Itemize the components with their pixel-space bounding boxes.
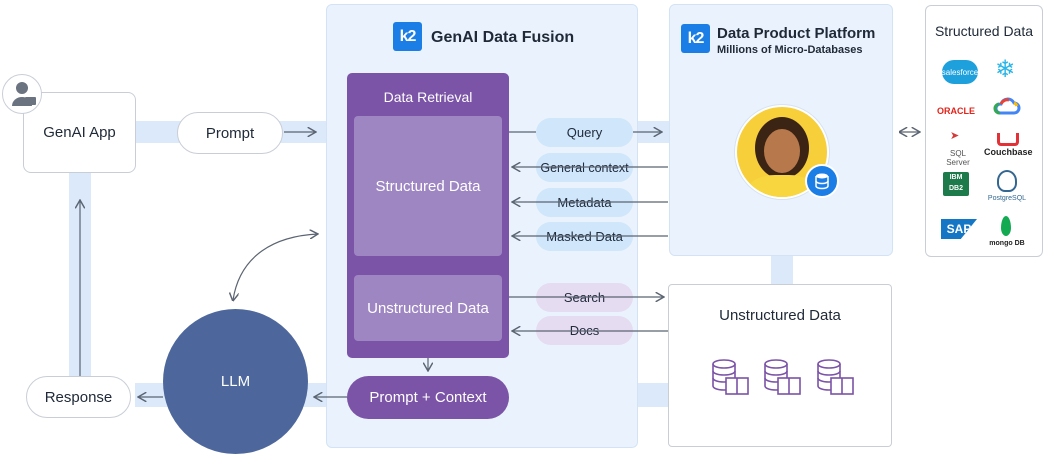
doc-db-icon-2 xyxy=(764,359,801,395)
micro-database-icon xyxy=(805,164,839,198)
prompt-pill: Prompt xyxy=(177,112,283,154)
person-avatar xyxy=(735,105,829,199)
db2-label: DB2 xyxy=(948,185,963,192)
band-platform-link xyxy=(771,255,793,287)
k2-logo-icon: k2 xyxy=(393,22,422,51)
mongodb-logo: mongo DB xyxy=(989,240,1025,247)
structured-data-sources xyxy=(925,5,1043,257)
structured-sources-title: Structured Data xyxy=(934,23,1034,39)
platform-subtitle: Millions of Micro-Databases xyxy=(717,44,863,56)
sql-server-logo-icon: ➤ xyxy=(950,130,960,142)
salesforce-logo: salesforce xyxy=(942,60,978,84)
fusion-title: GenAI Data Fusion xyxy=(431,29,575,46)
arrow-llm-fusion-curve xyxy=(233,234,318,300)
user-icon xyxy=(2,74,42,114)
google-cloud-logo-icon xyxy=(993,97,1021,117)
oracle-logo: ORACLE xyxy=(937,106,975,116)
response-pill: Response xyxy=(26,376,131,418)
couchbase-logo-icon xyxy=(997,133,1019,146)
data-retrieval-title: Data Retrieval xyxy=(383,89,473,105)
postgresql-logo-icon xyxy=(997,170,1017,192)
ibm-label: IBM xyxy=(949,174,963,181)
snowflake-logo-icon: ❄ xyxy=(995,56,1016,83)
unstructured-data-box xyxy=(668,284,892,447)
sql-server-logo: SQL Server xyxy=(946,149,970,167)
mongodb-logo-icon xyxy=(1001,216,1011,236)
ibm-db2-logo: IBM DB2 xyxy=(943,172,969,196)
query-pill: Query xyxy=(536,118,633,147)
unstructured-box-title: Unstructured Data xyxy=(719,307,841,324)
genai-app-box: GenAI App xyxy=(23,92,136,173)
structured-data-block: Structured Data xyxy=(354,116,502,256)
llm-label: LLM xyxy=(220,373,251,390)
unstructured-data-block: Unstructured Data xyxy=(354,275,502,341)
k2-platform-logo-icon: k2 xyxy=(681,24,710,53)
genai-app-label: GenAI App xyxy=(43,124,116,141)
platform-title: Data Product Platform xyxy=(717,25,876,42)
doc-db-icon-1 xyxy=(712,359,749,395)
prompt-context-pill: Prompt + Context xyxy=(347,376,509,419)
couchbase-logo: Couchbase xyxy=(984,147,1033,157)
llm-circle: LLM xyxy=(163,309,308,454)
doc-db-icon-3 xyxy=(817,359,854,395)
postgresql-logo: PostgreSQL xyxy=(987,195,1027,202)
